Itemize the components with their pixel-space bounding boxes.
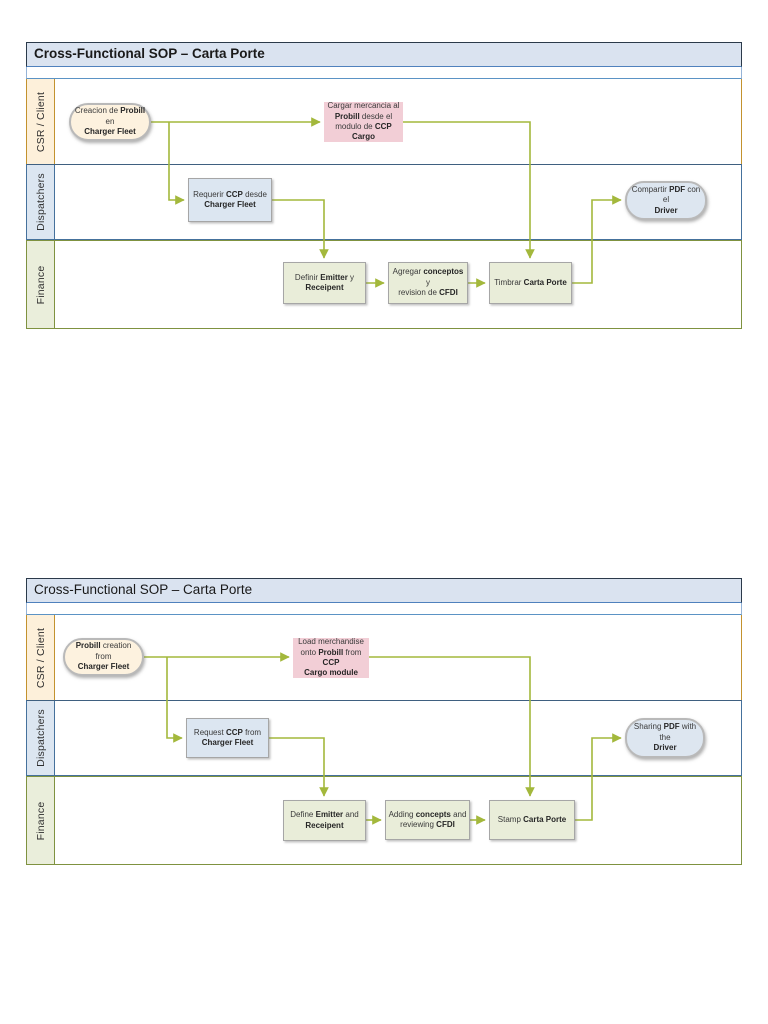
lane-label-text: Dispatchers [34,173,47,231]
lane-finance: Finance [26,776,742,865]
node-text: Timbrar Carta Porte [494,277,567,287]
lane-label-text: CSR / Client [34,91,47,152]
lane-finance: Finance [26,240,742,329]
lane-label-csr-client: CSR / Client [27,615,55,700]
node-stamp-carta-porte: Timbrar Carta Porte [489,262,572,304]
sop-diagram-english: Cross-Functional SOP – Carta Porte CSR /… [26,578,742,865]
lane-label-csr-client: CSR / Client [27,79,55,164]
title-spacer-strip [26,67,742,79]
lane-label-text: Finance [34,265,47,304]
lane-label-finance: Finance [27,241,55,328]
lane-label-dispatchers: Dispatchers [27,701,55,775]
lane-label-text: Dispatchers [34,709,47,767]
diagram-title: Cross-Functional SOP – Carta Porte [26,578,742,603]
title-spacer-strip [26,603,742,615]
node-text: Stamp Carta Porte [497,814,567,824]
lane-label-text: Finance [34,801,47,840]
diagram-title: Cross-Functional SOP – Carta Porte [26,42,742,67]
lane-dispatchers: Dispatchers [26,164,742,240]
lane-label-finance: Finance [27,777,55,864]
sop-diagram-spanish: Cross-Functional SOP – Carta Porte CSR /… [26,42,742,329]
lane-label-dispatchers: Dispatchers [27,165,55,239]
node-stamp-carta-porte: Stamp Carta Porte [489,800,575,840]
lane-label-text: CSR / Client [34,627,47,688]
